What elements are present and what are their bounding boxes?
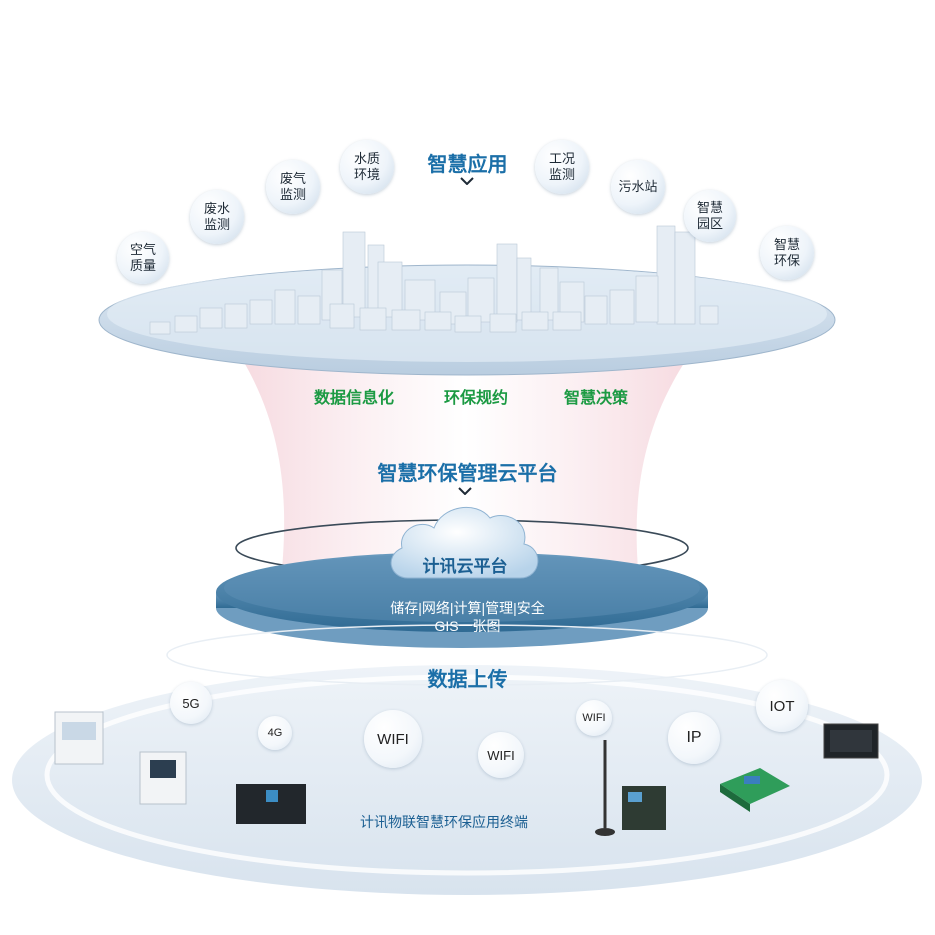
network-5g: 5G xyxy=(170,682,212,724)
app-water-quality[interactable]: 水质 环境 xyxy=(340,140,394,194)
city-skyline xyxy=(149,225,719,335)
app-operating-conditions[interactable]: 工况 监测 xyxy=(535,140,589,194)
network-wifi-1: WIFI xyxy=(364,710,422,768)
network-wifi-2: WIFI xyxy=(478,732,524,778)
network-wifi-3: WIFI xyxy=(576,700,612,736)
device-rtu-antenna xyxy=(595,740,666,836)
terminals-label: 计讯物联智慧环保应用终端 xyxy=(360,814,528,830)
cloud-icon xyxy=(390,507,539,579)
feature-environmental-regulation: 环保规约 xyxy=(444,390,509,407)
device-router-black xyxy=(236,784,306,824)
app-smart-park[interactable]: 智慧 园区 xyxy=(684,190,736,242)
feature-data-informatization: 数据信息化 xyxy=(314,390,395,407)
platform-services: 储存|网络|计算|管理|安全 xyxy=(390,600,545,616)
cloud-platform-label[interactable]: 计讯云平台 xyxy=(422,557,508,576)
device-display-panel xyxy=(823,723,879,759)
network-ip: IP xyxy=(668,712,720,764)
device-controller-green xyxy=(720,768,790,812)
app-wastewater-monitoring[interactable]: 废水 监测 xyxy=(190,190,244,244)
device-cabinet-large xyxy=(54,711,104,765)
network-iot: IOT xyxy=(756,680,808,732)
chevron-down-icon xyxy=(460,177,474,185)
gis-map-label: GIS一张图 xyxy=(434,618,501,634)
data-upload-title: 数据上传 xyxy=(427,669,508,691)
platform-title: 智慧环保管理云平台 xyxy=(377,463,558,485)
network-4g: 4G xyxy=(258,716,292,750)
app-air-quality[interactable]: 空气 质量 xyxy=(117,232,169,284)
feature-smart-decision: 智慧决策 xyxy=(564,390,629,407)
app-smart-environment[interactable]: 智慧 环保 xyxy=(760,226,814,280)
app-exhaust-gas-monitoring[interactable]: 废气 监测 xyxy=(266,160,320,214)
device-cabinet-small xyxy=(139,751,187,805)
app-sewage-station[interactable]: 污水站 xyxy=(611,160,665,214)
chevron-down-icon xyxy=(458,487,472,495)
smart-applications-title: 智慧应用 xyxy=(427,154,508,176)
